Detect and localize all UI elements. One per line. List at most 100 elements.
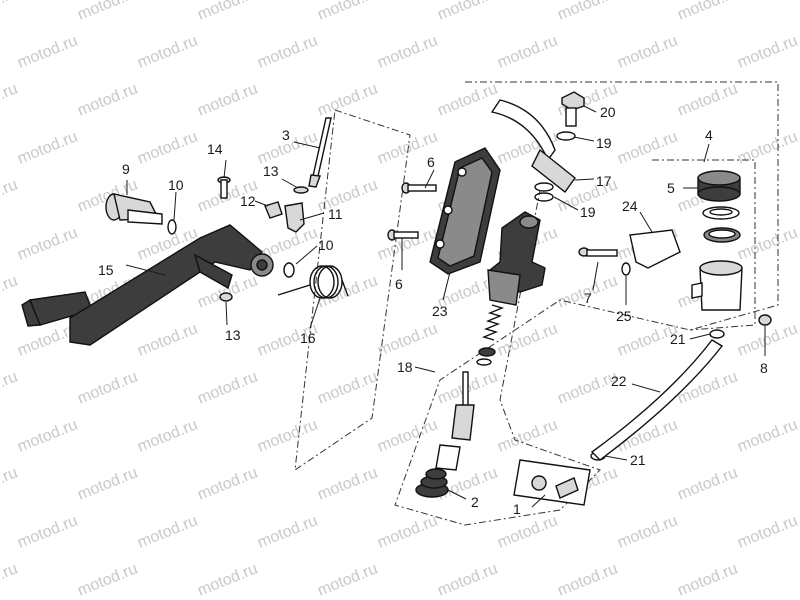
o-ring [283, 262, 295, 278]
watermark-text: motod.ru [255, 32, 320, 71]
watermark-text: motod.ru [0, 176, 20, 215]
watermark-text: motod.ru [315, 176, 380, 215]
callout-label: 19 [596, 135, 612, 151]
watermark-text: motod.ru [375, 320, 440, 359]
fitting-kit [513, 459, 591, 506]
watermark-text: motod.ru [735, 224, 800, 263]
diaphragm [703, 227, 741, 243]
callout-label: 10 [168, 177, 184, 193]
reservoir-body [691, 260, 743, 311]
watermark-text: motod.ru [135, 128, 200, 167]
callout-label: 20 [600, 104, 616, 120]
watermark-text: motod.ru [375, 224, 440, 263]
watermark-text: motod.ru [615, 128, 680, 167]
watermark-text: motod.ru [555, 560, 620, 599]
washer [621, 262, 631, 276]
piston [451, 371, 475, 441]
dust-boot [415, 468, 449, 498]
watermark-text: motod.ru [135, 416, 200, 455]
watermark-text: motod.ru [435, 80, 500, 119]
watermark-text: motod.ru [675, 0, 740, 24]
screw [401, 182, 437, 194]
watermark-text: motod.ru [195, 464, 260, 503]
watermark-text: motod.ru [555, 0, 620, 24]
watermark-text: motod.ru [195, 0, 260, 24]
callout-label: 23 [432, 303, 448, 319]
watermark-text: motod.ru [75, 368, 140, 407]
return-spring [277, 265, 349, 299]
watermark-text: motod.ru [15, 224, 80, 263]
callout-label: 8 [760, 360, 768, 376]
watermark-text: motod.ru [135, 320, 200, 359]
callout-label: 6 [395, 276, 403, 292]
callout-label: 9 [122, 161, 130, 177]
hose-fitting [490, 99, 576, 194]
clevis [284, 202, 305, 233]
callout-label: 2 [471, 494, 479, 510]
watermark-text: motod.ru [375, 416, 440, 455]
seal [478, 347, 496, 357]
watermark-text: motod.ru [75, 0, 140, 24]
callout-label: 10 [318, 237, 334, 253]
brake-pedal [21, 224, 274, 346]
watermark-text: motod.ru [675, 560, 740, 599]
washer [219, 292, 233, 302]
callout-label: 1 [513, 501, 521, 517]
watermark-text: motod.ru [495, 32, 560, 71]
screw [217, 176, 231, 199]
watermark-text: motod.ru [75, 464, 140, 503]
watermark-text: motod.ru [135, 32, 200, 71]
watermark-text: motod.ru [15, 512, 80, 551]
callout-label: 14 [207, 141, 223, 157]
nut [758, 314, 772, 326]
watermark-text: motod.ru [735, 320, 800, 359]
watermark-text: motod.ru [615, 32, 680, 71]
clip [264, 201, 283, 219]
reservoir-cap [697, 170, 741, 202]
watermark-text: motod.ru [195, 368, 260, 407]
push-rod [308, 117, 332, 188]
watermark-text: motod.ru [195, 80, 260, 119]
callout-label: 24 [622, 198, 638, 214]
hose-clamp [709, 329, 725, 339]
callout-label: 15 [98, 262, 114, 278]
watermark-text: motod.ru [315, 560, 380, 599]
sealing-washer [534, 192, 554, 202]
callout-label: 7 [584, 290, 592, 306]
callout-label: 11 [328, 206, 343, 222]
seal [476, 358, 492, 366]
callout-label: 16 [300, 330, 316, 346]
watermark-text: motod.ru [0, 464, 20, 503]
callout-label: 3 [282, 127, 290, 143]
watermark-text: motod.ru [255, 416, 320, 455]
callout-labels: 1 2 3 4 5 6 6 7 8 9 10 10 11 12 13 13 14… [98, 104, 768, 517]
watermark-text: motod.ru [15, 32, 80, 71]
watermark-text: motod.ru [735, 416, 800, 455]
watermark-text: motod.ru [0, 560, 20, 599]
banjo-bolt [561, 91, 585, 127]
watermark-text: motod.ru [315, 368, 380, 407]
washer [293, 186, 309, 194]
watermark-text: motod.ru [375, 32, 440, 71]
reservoir-bracket [629, 229, 681, 269]
watermark-text: motod.ru [15, 128, 80, 167]
callout-label: 6 [427, 154, 435, 170]
o-ring [167, 219, 177, 235]
watermark-text: motod.ru [0, 272, 20, 311]
assembly-boundaries [294, 81, 779, 526]
pivot-pin [105, 193, 163, 225]
watermark-text: motod.ru [75, 560, 140, 599]
watermark-text: motod.ru [315, 272, 380, 311]
callout-label: 4 [705, 127, 713, 143]
watermark-text: motod.ru [315, 464, 380, 503]
watermark-text: motod.ru [675, 464, 740, 503]
parts-layer [21, 91, 772, 506]
watermark-text: motod.ru [0, 368, 20, 407]
watermark-text: motod.ru [0, 80, 20, 119]
cylinder-spring [481, 304, 505, 341]
sealing-washer [556, 131, 576, 141]
callout-label: 12 [240, 193, 256, 209]
watermark-text: motod.ru [195, 560, 260, 599]
watermark-text: motod.ru [615, 512, 680, 551]
watermark-text: motod.ru [675, 80, 740, 119]
